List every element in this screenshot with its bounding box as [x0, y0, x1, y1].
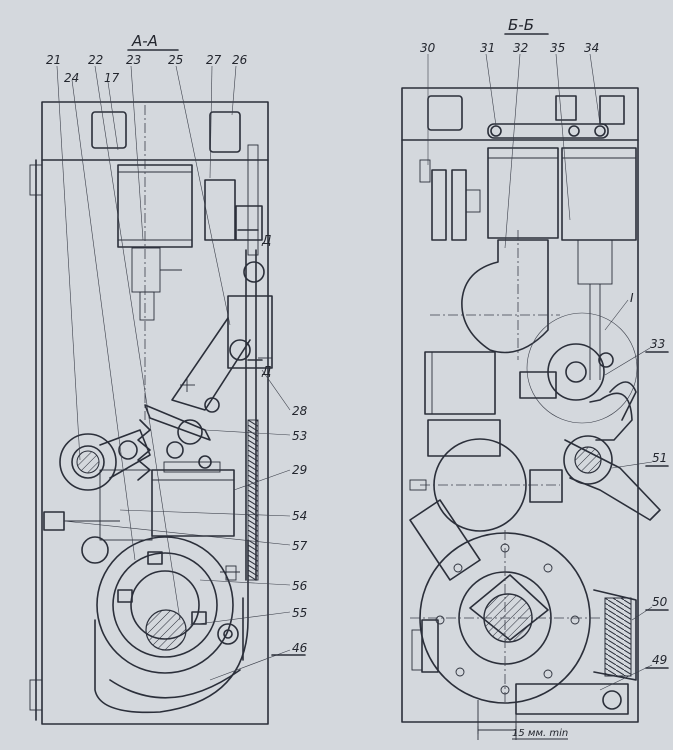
- callout-56: 56: [292, 579, 308, 593]
- callout-29: 29: [292, 463, 307, 477]
- dimension-15mm: 15 мм. min: [477, 700, 568, 740]
- callout-23: 23: [126, 53, 141, 67]
- callout-32: 32: [513, 41, 528, 55]
- section-mark-d-lower: Д: [261, 364, 271, 378]
- callout-27: 27: [206, 53, 222, 67]
- callout-57: 57: [292, 539, 308, 553]
- callout-33: 33: [650, 337, 665, 351]
- callout-53: 53: [292, 429, 307, 443]
- coil-right-1: [487, 147, 559, 239]
- callout-leaders-right: [427, 53, 669, 691]
- callout-26: 26: [232, 53, 248, 67]
- housing-outline: [41, 101, 269, 725]
- callout-31: 31: [480, 41, 495, 55]
- callout-46: 46: [292, 641, 308, 655]
- callouts-left: 21 24 22 17 23 25 27 26 28 53 29 54 57 5…: [46, 53, 308, 655]
- callout-54: 54: [292, 509, 307, 523]
- callout-50: 50: [652, 595, 668, 609]
- left-pivot: [59, 433, 117, 491]
- callout-51: 51: [652, 451, 667, 465]
- detail-mark-I: I: [630, 291, 634, 305]
- callout-49: 49: [652, 653, 667, 667]
- callout-34: 34: [584, 41, 599, 55]
- callout-22: 22: [88, 53, 103, 67]
- callout-28: 28: [292, 404, 308, 418]
- dimension-label: 15 мм. min: [512, 728, 568, 739]
- callout-21: 21: [46, 53, 61, 67]
- callout-30: 30: [420, 41, 436, 55]
- section-view-b-b: Б-Б I: [401, 16, 669, 740]
- motor-body: [461, 239, 549, 354]
- cam-lever-51: [564, 439, 661, 521]
- callout-leaders-left: [56, 65, 306, 681]
- callouts-right: 30 31 32 35 34 33 51 50 49: [420, 41, 668, 667]
- housing-outline-right: [401, 87, 639, 723]
- view-title-a-a: A-A: [131, 32, 158, 50]
- coil: [117, 164, 193, 248]
- detail-circle-I: [526, 312, 638, 424]
- callout-55: 55: [292, 606, 307, 620]
- view-title-b-b: Б-Б: [508, 16, 534, 34]
- callout-35: 35: [550, 41, 565, 55]
- coil-right-2: [561, 147, 637, 241]
- callout-24: 24: [64, 71, 79, 85]
- callout-25: 25: [168, 53, 183, 67]
- callout-17: 17: [104, 71, 120, 85]
- cam-segment: [94, 539, 249, 714]
- section-mark-d-upper: Д: [261, 233, 271, 247]
- section-view-a-a: A-A: [29, 32, 308, 725]
